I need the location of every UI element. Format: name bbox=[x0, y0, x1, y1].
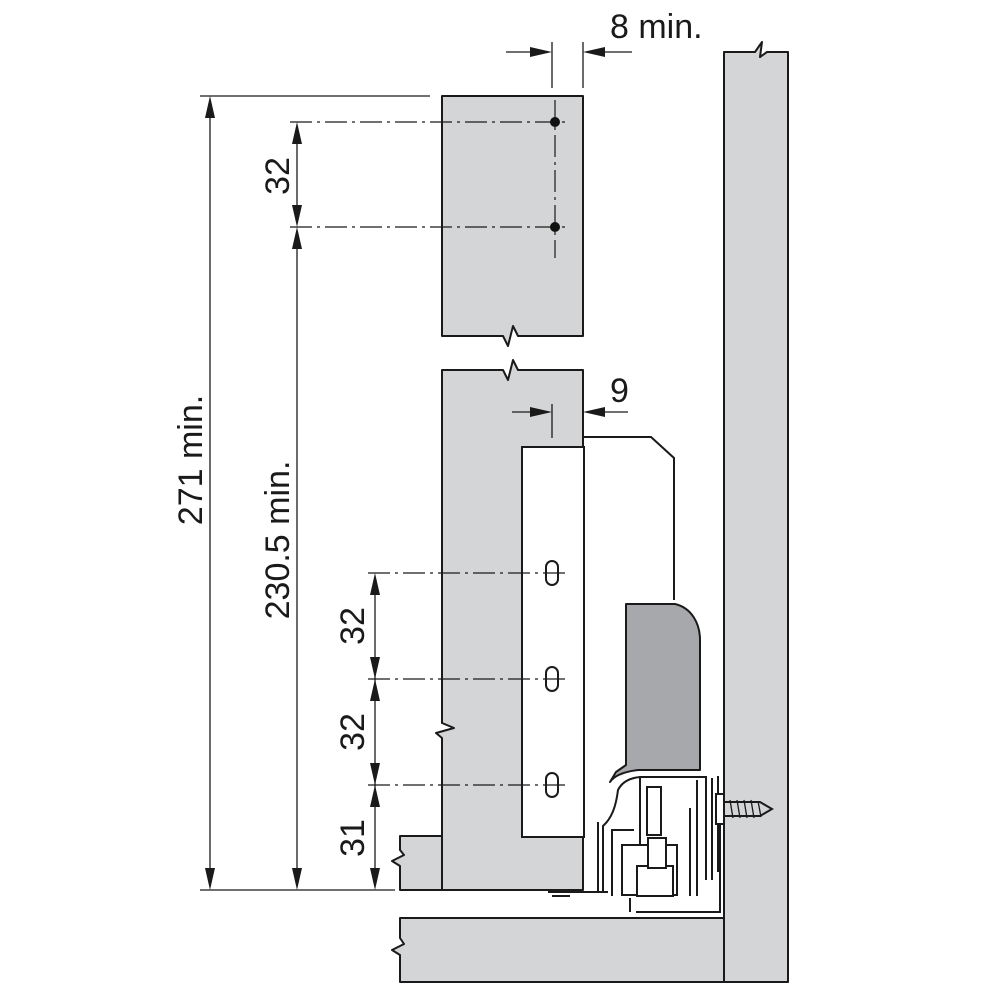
hole-marker-upper-2 bbox=[550, 222, 560, 232]
dimension-271 bbox=[205, 96, 215, 890]
label-lower-32-a: 32 bbox=[334, 607, 372, 645]
drawer-bottom-panel bbox=[391, 835, 443, 891]
rear-bracket-plate bbox=[521, 446, 585, 838]
label-31: 31 bbox=[334, 819, 372, 857]
label-lower-32-b: 32 bbox=[334, 713, 372, 751]
dimension-lower-chain bbox=[370, 573, 380, 890]
runner-housing bbox=[583, 436, 675, 600]
drawer-back-panel-upper bbox=[441, 95, 584, 347]
hole-marker-upper-1 bbox=[550, 117, 560, 127]
label-9: 9 bbox=[610, 372, 629, 410]
label-8min: 8 min. bbox=[610, 8, 703, 46]
dimension-9 bbox=[512, 407, 628, 417]
label-upper-32: 32 bbox=[259, 157, 297, 195]
runner-wall-bracket bbox=[711, 776, 719, 880]
label-271min: 271 min. bbox=[172, 395, 210, 525]
label-230-5min: 230.5 min. bbox=[259, 461, 297, 620]
dimension-upper-32 bbox=[292, 122, 302, 227]
dimension-8min bbox=[506, 47, 632, 57]
cabinet-side-panel bbox=[723, 41, 789, 983]
cabinet-bottom-panel bbox=[391, 917, 725, 983]
runner-mechanism bbox=[548, 776, 721, 913]
dimension-230-5 bbox=[292, 227, 302, 890]
runner-profile bbox=[609, 603, 701, 783]
screw-icon bbox=[715, 793, 774, 825]
